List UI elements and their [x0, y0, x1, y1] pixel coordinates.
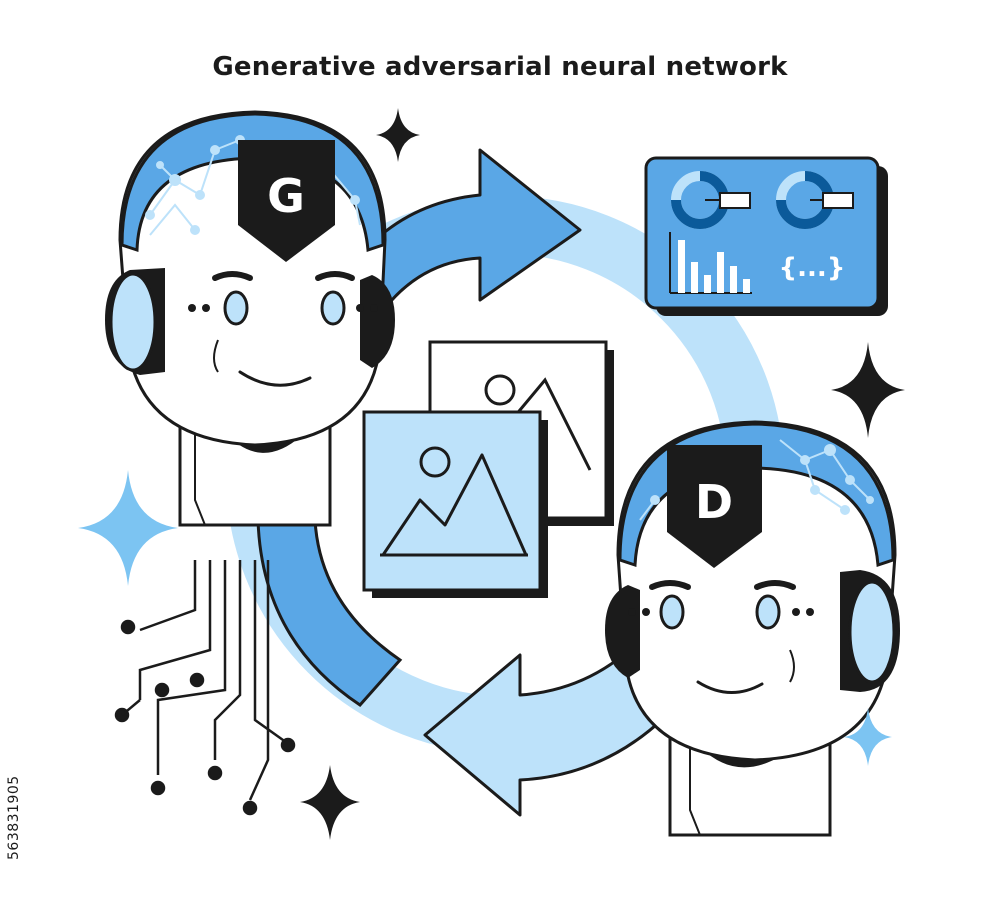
discriminator-badge	[667, 445, 762, 568]
sparkle-icon	[376, 108, 420, 162]
code-label: {...}	[779, 253, 846, 283]
left-arc	[256, 518, 403, 707]
generator-eye-right	[320, 290, 346, 326]
dashboard-panel: {...}	[644, 156, 888, 316]
sparkle-icon	[844, 708, 892, 766]
generator-eye-left	[223, 290, 249, 326]
image-cards	[362, 340, 614, 598]
sparkles	[78, 108, 905, 840]
sparkle-icon	[78, 470, 178, 586]
discriminator-neural-pattern	[639, 439, 874, 521]
bottom-arrow	[423, 638, 692, 817]
sparkle-icon	[831, 342, 905, 438]
stock-image-id: 563831905	[6, 775, 22, 860]
generator-robot: G	[105, 110, 395, 527]
discriminator-eye-left	[659, 594, 685, 630]
circuit-lines	[114, 560, 296, 816]
illustration-title: Generative adversarial neural network	[212, 52, 788, 82]
generator-badge	[238, 140, 335, 262]
generator-neural-pattern	[145, 135, 361, 236]
discriminator-robot: D	[605, 420, 900, 837]
mini-bar-chart	[669, 232, 752, 294]
generator-mouth	[238, 370, 312, 387]
discriminator-mouth	[696, 680, 764, 694]
generator-letter: G	[267, 169, 305, 223]
discriminator-letter: D	[695, 475, 733, 529]
image-card-front	[362, 410, 542, 592]
dashboard-screen	[644, 156, 880, 310]
sparkle-icon	[300, 765, 360, 840]
discriminator-eye-right	[755, 594, 781, 630]
generator-headphone-right	[360, 275, 395, 368]
image-sun-icon	[419, 446, 451, 478]
